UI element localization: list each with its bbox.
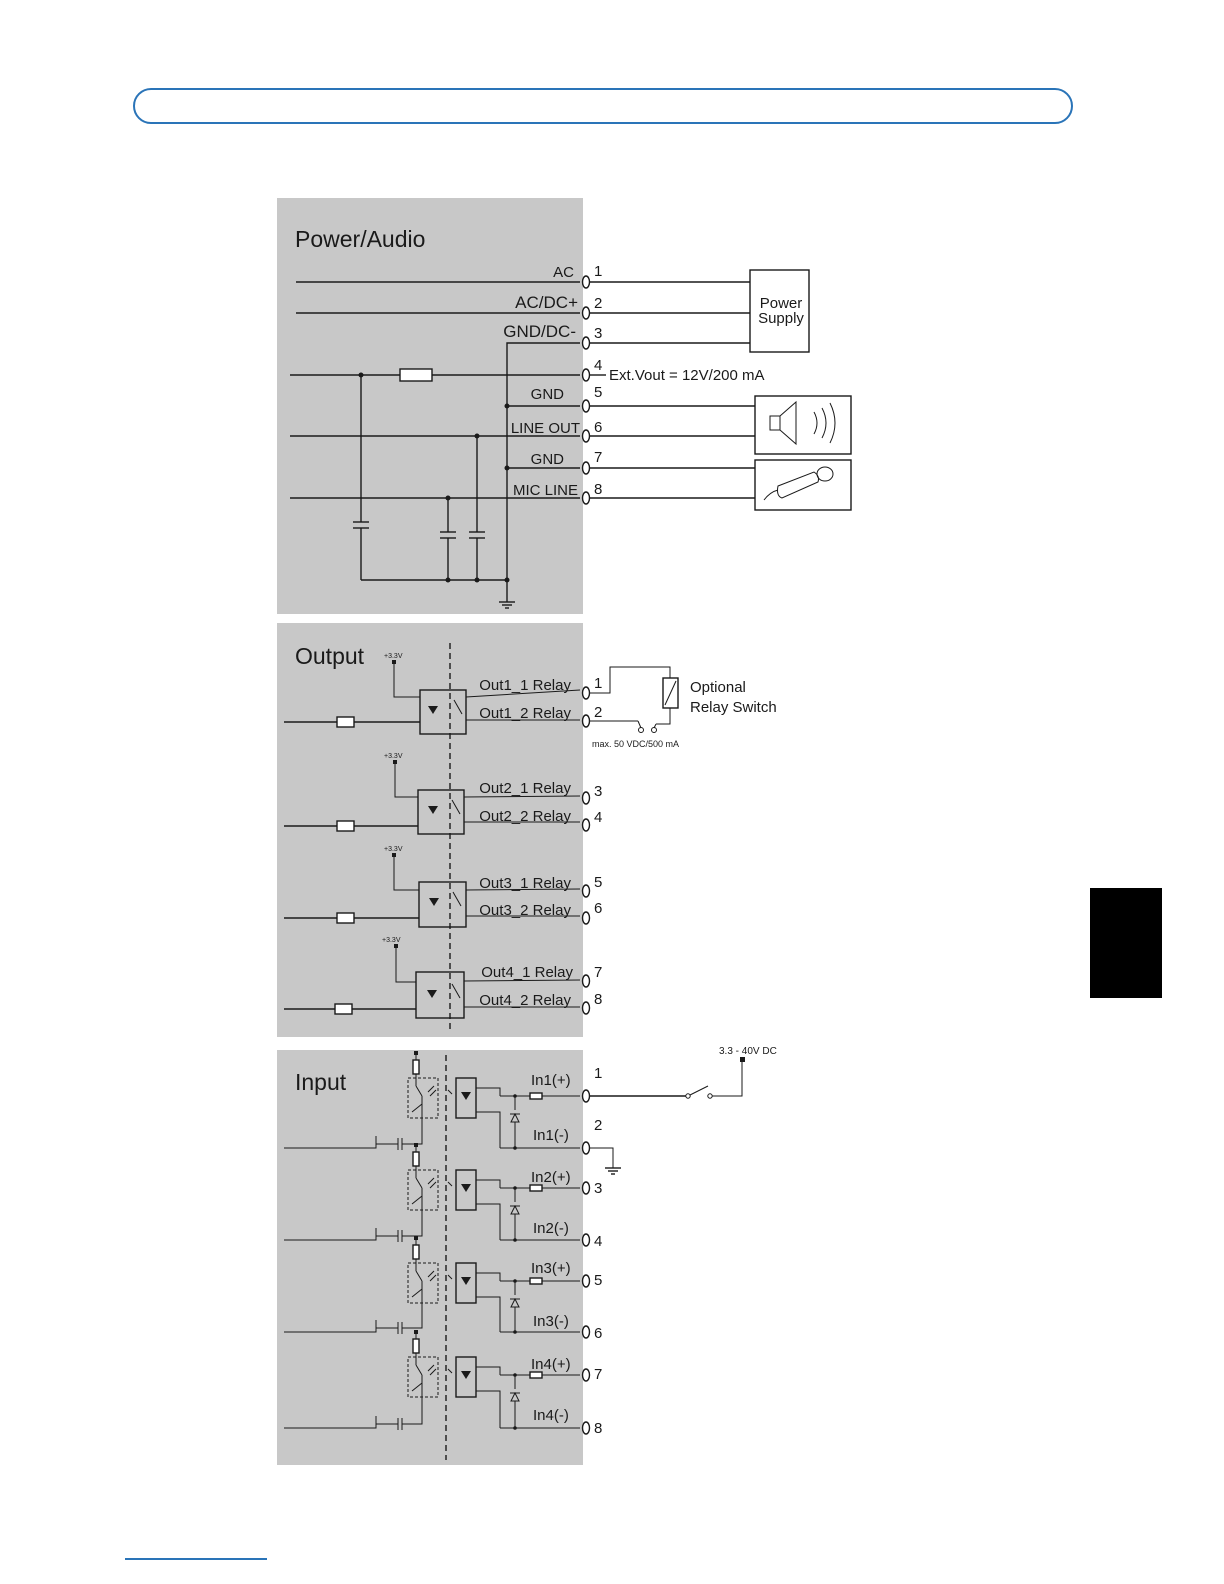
pin-number: 4 bbox=[594, 357, 602, 374]
pin-number: 6 bbox=[594, 419, 602, 436]
input-label: In4(-) bbox=[533, 1407, 569, 1424]
ext-vout-label: Ext.Vout = 12V/200 mA bbox=[609, 367, 765, 384]
pin-number: 3 bbox=[594, 783, 602, 800]
optional-relay-switch: Optional Relay Switch max. 50 VDC/500 mA bbox=[590, 666, 777, 749]
resistor bbox=[399, 368, 433, 382]
relay-label: Out1_2 Relay bbox=[479, 705, 571, 722]
pin-number: 3 bbox=[594, 1180, 602, 1197]
power-audio-section: Power/Audio bbox=[277, 198, 852, 614]
speaker-box bbox=[754, 395, 852, 455]
input-label: In3(+) bbox=[531, 1260, 571, 1277]
pin-label-line-out: LINE OUT bbox=[511, 420, 580, 437]
pin-number: 8 bbox=[594, 991, 602, 1008]
relay-label: Out1_1 Relay bbox=[479, 677, 571, 694]
input-panel bbox=[277, 1050, 583, 1465]
relay-label: Out3_1 Relay bbox=[479, 875, 571, 892]
input-channel-1 bbox=[284, 1051, 591, 1155]
supply-label: +3.3V bbox=[384, 846, 403, 853]
input-switch-circuit: 3.3 - 40V DC bbox=[590, 1046, 777, 1175]
microphone-box bbox=[754, 459, 852, 511]
power-supply-label: Power bbox=[760, 295, 803, 312]
optional-label: Optional bbox=[690, 679, 746, 696]
input-section: Input In1(+) In1(-) In2(+) In2(-) In3(+)… bbox=[277, 1046, 777, 1465]
relay-label: Out3_2 Relay bbox=[479, 902, 571, 919]
pin-label-acdc: AC/DC+ bbox=[515, 293, 578, 312]
pin-number: 6 bbox=[594, 900, 602, 917]
output-title: Output bbox=[295, 643, 365, 669]
microphone-icon bbox=[763, 466, 834, 501]
input-label: In1(+) bbox=[531, 1072, 571, 1089]
pin-number: 2 bbox=[594, 704, 602, 721]
footer-rule bbox=[125, 1558, 267, 1560]
speaker-icon bbox=[769, 400, 836, 446]
output-panel bbox=[277, 623, 583, 1037]
pin-number: 4 bbox=[594, 1233, 602, 1250]
pin-number: 5 bbox=[594, 1272, 602, 1289]
power-audio-title: Power/Audio bbox=[295, 226, 425, 252]
input-channel-4 bbox=[284, 1330, 591, 1435]
pin-number: 6 bbox=[594, 1325, 602, 1342]
power-supply-box bbox=[749, 269, 810, 353]
relay-label: Out2_2 Relay bbox=[479, 808, 571, 825]
supply-label: +3.3V bbox=[382, 937, 401, 944]
optocoupler bbox=[419, 689, 467, 735]
input-title: Input bbox=[295, 1069, 347, 1095]
relay-3: +3.3V bbox=[284, 846, 581, 928]
supply-label: +3.3V bbox=[384, 753, 403, 760]
input-label: In2(+) bbox=[531, 1169, 571, 1186]
input-label: In4(+) bbox=[531, 1356, 571, 1373]
pin-number: 1 bbox=[594, 263, 602, 280]
input-label: In1(-) bbox=[533, 1127, 569, 1144]
header-bar bbox=[133, 88, 1073, 124]
supply-label: +3.3V bbox=[384, 653, 403, 660]
optocoupler bbox=[415, 971, 465, 1019]
optocoupler bbox=[417, 789, 465, 835]
input-label: In3(-) bbox=[533, 1313, 569, 1330]
relay-1: +3.3V bbox=[284, 653, 581, 735]
relay-label: Out4_2 Relay bbox=[479, 992, 571, 1009]
pin-number: 5 bbox=[594, 384, 602, 401]
pin-label-gnd-1: GND bbox=[531, 386, 565, 403]
pin-number: 8 bbox=[594, 1420, 602, 1437]
max-rating-label: max. 50 VDC/500 mA bbox=[592, 739, 679, 749]
section-tab bbox=[1090, 888, 1162, 998]
pin-label-gnddc: GND/DC- bbox=[503, 322, 576, 341]
pin-number: 5 bbox=[594, 874, 602, 891]
pin-number: 1 bbox=[594, 1065, 602, 1082]
pin-label-gnd-2: GND bbox=[531, 451, 565, 468]
pin-label-ac: AC bbox=[553, 264, 574, 281]
pin-number: 1 bbox=[594, 675, 602, 692]
pin-number: 7 bbox=[594, 1366, 602, 1383]
pin-number: 7 bbox=[594, 449, 602, 466]
relay-label: Out4_1 Relay bbox=[481, 964, 573, 981]
optocoupler bbox=[418, 881, 467, 928]
pin-number: 2 bbox=[594, 1117, 602, 1134]
pin-number: 4 bbox=[594, 809, 602, 826]
input-channel-3 bbox=[284, 1236, 591, 1339]
pin-label-mic-line: MIC LINE bbox=[513, 482, 578, 499]
relay-label: Out2_1 Relay bbox=[479, 780, 571, 797]
pin-number: 7 bbox=[594, 964, 602, 981]
pin-number: 3 bbox=[594, 325, 602, 342]
input-label: In2(-) bbox=[533, 1220, 569, 1237]
optional-label: Relay Switch bbox=[690, 699, 777, 716]
pin-number: 8 bbox=[594, 481, 602, 498]
input-channel-2 bbox=[284, 1143, 591, 1247]
output-section: Output +3.3V +3.3V bbox=[277, 623, 777, 1037]
power-supply-label: Supply bbox=[758, 310, 804, 327]
dc-range-label: 3.3 - 40V DC bbox=[719, 1046, 777, 1057]
relay-4: +3.3V bbox=[284, 937, 581, 1019]
pin-number: 2 bbox=[594, 295, 602, 312]
relay-2: +3.3V bbox=[284, 753, 581, 835]
